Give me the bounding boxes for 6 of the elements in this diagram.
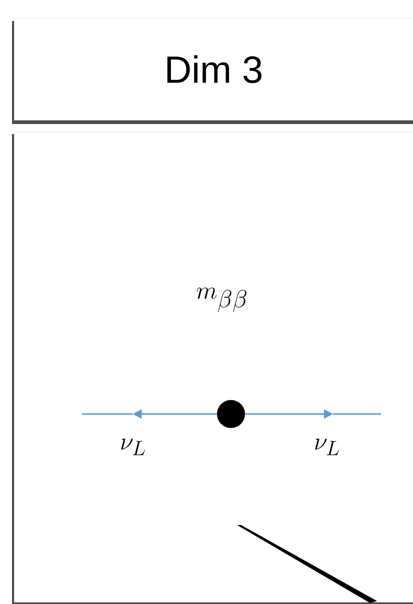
- title-box: Dim 3: [12, 18, 413, 124]
- edge-label: $\nu_L$: [315, 438, 339, 456]
- edge-label: $\nu_L$: [121, 438, 145, 456]
- formula-label: $m_{\beta\beta}$: [196, 288, 246, 312]
- vertex-dot: [217, 400, 245, 428]
- panel-box: [12, 132, 413, 604]
